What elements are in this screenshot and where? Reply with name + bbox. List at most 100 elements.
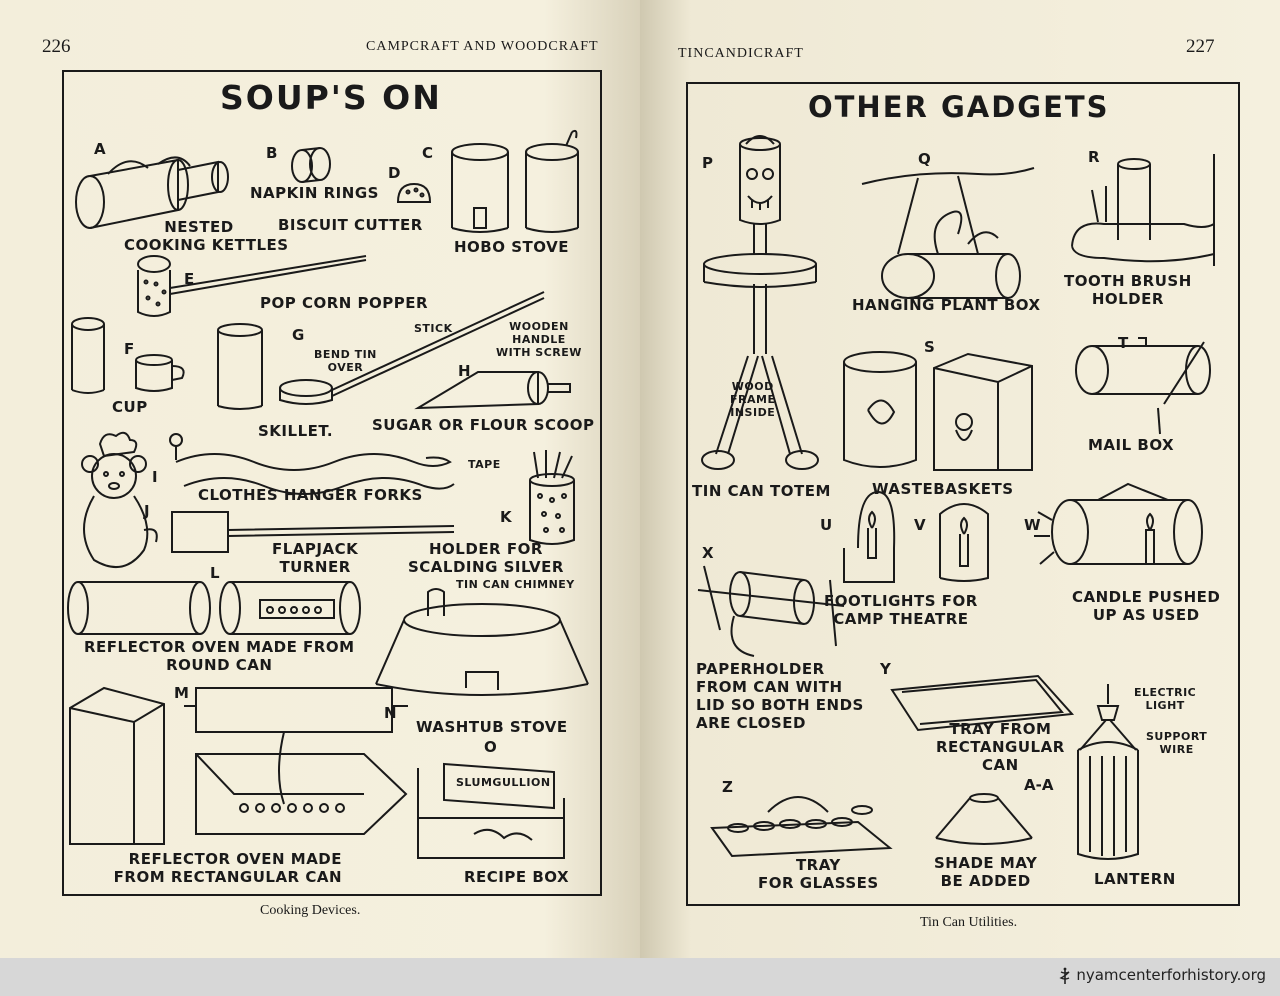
item-letter-d: D bbox=[388, 164, 401, 182]
sugar-scoop-drawing bbox=[414, 371, 571, 410]
cup-drawing bbox=[71, 317, 185, 394]
page-number-left: 226 bbox=[42, 36, 71, 57]
label-washtub-stove: WASHTUB STOVE bbox=[416, 718, 568, 736]
item-letter-i: I bbox=[152, 468, 158, 486]
biscuit-cutter-drawing bbox=[396, 182, 432, 203]
credit-text: nyamcenterforhistory.org bbox=[1076, 966, 1266, 984]
flapjack-turner-drawing bbox=[171, 511, 455, 553]
label-hobo-stove: HOBO STOVE bbox=[454, 238, 569, 256]
shade-drawing bbox=[935, 793, 1033, 845]
item-letter-r: R bbox=[1088, 148, 1100, 166]
item-letter-h: H bbox=[458, 362, 471, 380]
bear-chef-mascot bbox=[81, 431, 158, 569]
item-letter-u: U bbox=[820, 516, 833, 534]
item-letter-p: P bbox=[702, 154, 713, 172]
recipe-box-drawing bbox=[417, 762, 565, 859]
item-letter-l: L bbox=[210, 564, 220, 582]
item-letter-a: A bbox=[94, 140, 106, 158]
item-letter-w: W bbox=[1024, 516, 1041, 534]
caption-right: Tin Can Utilities. bbox=[920, 915, 1018, 930]
tin-can-totem-drawing bbox=[701, 135, 819, 470]
label-holder-scalding-silver: HOLDER FOR SCALDING SILVER bbox=[408, 540, 564, 576]
label-recipe-box: RECIPE BOX bbox=[464, 868, 570, 886]
footlight-u-drawing bbox=[843, 490, 896, 583]
item-letter-j: J bbox=[144, 502, 150, 520]
label-biscuit-cutter: BISCUIT CUTTER bbox=[278, 216, 423, 234]
item-letter-s: S bbox=[924, 338, 935, 356]
label-flapjack-turner: FLAPJACK TURNER bbox=[272, 540, 359, 576]
footer-bar: nyamcenterforhistory.org bbox=[0, 958, 1280, 996]
hanging-plant-box-drawing bbox=[861, 167, 1035, 299]
label-sugar-scoop: SUGAR OR FLOUR SCOOP bbox=[372, 416, 595, 434]
label-wooden-handle: WOODEN HANDLE WITH SCREW bbox=[496, 320, 582, 359]
illustration-frame-right: OTHER GADGETS P WOOD FRAME INSIDE TIN CA… bbox=[686, 82, 1240, 906]
lantern-drawing bbox=[1077, 684, 1139, 860]
label-stick: STICK bbox=[414, 322, 453, 335]
caduceus-icon bbox=[1059, 967, 1070, 984]
label-candle-pushed: CANDLE PUSHED UP AS USED bbox=[1072, 588, 1221, 624]
item-letter-o: O bbox=[484, 738, 497, 756]
label-skillet: SKILLET. bbox=[258, 422, 334, 440]
label-clothes-hanger-forks: CLOTHES HANGER FORKS bbox=[198, 486, 423, 504]
reflector-oven-round-drawing bbox=[67, 581, 361, 635]
label-tape: TAPE bbox=[468, 458, 501, 471]
label-reflector-oven-round: REFLECTOR OVEN MADE FROM ROUND CAN bbox=[84, 638, 355, 674]
item-letter-z: Z bbox=[722, 778, 733, 796]
label-tray-rect: TRAY FROM RECTANGULAR CAN bbox=[936, 720, 1065, 774]
credit-link[interactable]: nyamcenterforhistory.org bbox=[1056, 966, 1266, 985]
illustration-title-right: OTHER GADGETS bbox=[808, 90, 1110, 124]
clothes-hanger-forks-drawing bbox=[169, 433, 455, 495]
holder-scalding-silver-drawing bbox=[529, 450, 575, 545]
item-letter-v: V bbox=[914, 516, 926, 534]
rect-can-drawing bbox=[69, 686, 165, 845]
label-shade: SHADE MAY BE ADDED bbox=[934, 854, 1038, 890]
washtub-stove-drawing bbox=[375, 588, 589, 696]
item-letter-aa: A-A bbox=[1024, 776, 1054, 794]
label-nested-kettles: NESTED COOKING KETTLES bbox=[124, 218, 289, 254]
label-support-wire: SUPPORT WIRE bbox=[1146, 730, 1208, 756]
caption-left: Cooking Devices. bbox=[260, 903, 361, 918]
paperholder-drawing bbox=[697, 565, 845, 657]
item-letter-e: E bbox=[184, 270, 195, 288]
item-letter-m: M bbox=[174, 684, 189, 702]
candle-can-drawing bbox=[1034, 482, 1203, 565]
pop-corn-popper-drawing bbox=[137, 255, 367, 317]
label-wood-frame: WOOD FRAME INSIDE bbox=[730, 380, 776, 419]
item-letter-q: Q bbox=[918, 150, 931, 168]
item-letter-t: T bbox=[1118, 334, 1129, 352]
label-paperholder: PAPERHOLDER FROM CAN WITH LID SO BOTH EN… bbox=[696, 660, 864, 732]
wastebaskets-drawing bbox=[843, 351, 1033, 471]
item-letter-y: Y bbox=[880, 660, 891, 678]
label-napkin-rings: NAPKIN RINGS bbox=[250, 184, 379, 202]
label-cup: CUP bbox=[112, 398, 148, 416]
item-letter-g: G bbox=[292, 326, 305, 344]
reflector-oven-rect-drawing bbox=[184, 687, 408, 835]
tray-for-glasses-drawing bbox=[710, 796, 893, 858]
label-bend-tin: BEND TIN OVER bbox=[314, 348, 377, 374]
label-tin-can-chimney: TIN CAN CHIMNEY bbox=[456, 578, 575, 591]
nested-kettles-drawing bbox=[75, 156, 229, 229]
label-tooth-brush-holder: TOOTH BRUSH HOLDER bbox=[1064, 272, 1192, 308]
item-letter-b: B bbox=[266, 144, 278, 162]
item-letter-c: C bbox=[422, 144, 434, 162]
skillet-drawing bbox=[217, 291, 545, 410]
label-slumgullion: SLUMGULLION bbox=[456, 776, 551, 789]
label-wastebaskets: WASTEBASKETS bbox=[872, 480, 1014, 498]
label-tray-for-glasses: TRAY FOR GLASSES bbox=[758, 856, 879, 892]
tray-rect-drawing bbox=[890, 674, 1075, 732]
illustration-title-left: SOUP'S ON bbox=[220, 78, 442, 117]
tooth-brush-holder-drawing bbox=[1071, 154, 1215, 266]
label-footlights: FOOTLIGHTS FOR CAMP THEATRE bbox=[824, 592, 978, 628]
label-hanging-plant-box: HANGING PLANT BOX bbox=[852, 296, 1041, 314]
label-mail-box: MAIL BOX bbox=[1088, 436, 1175, 454]
running-head-right: TINCANDICRAFT bbox=[678, 46, 804, 61]
mail-box-drawing bbox=[1075, 337, 1211, 435]
left-page: 226 CAMPCRAFT AND WOODCRAFT SOUP'S ON A … bbox=[0, 0, 640, 958]
right-page: TINCANDICRAFT 227 OTHER GADGETS P WOOD F… bbox=[640, 0, 1280, 958]
page-number-right: 227 bbox=[1186, 36, 1215, 57]
label-lantern: LANTERN bbox=[1094, 870, 1176, 888]
footlight-v-drawing bbox=[939, 503, 989, 582]
hobo-stove-drawing bbox=[451, 129, 579, 233]
label-electric-light: ELECTRIC LIGHT bbox=[1134, 686, 1197, 712]
illustration-frame-left: SOUP'S ON A NESTED COOKING KETTLES B NAP… bbox=[62, 70, 602, 896]
